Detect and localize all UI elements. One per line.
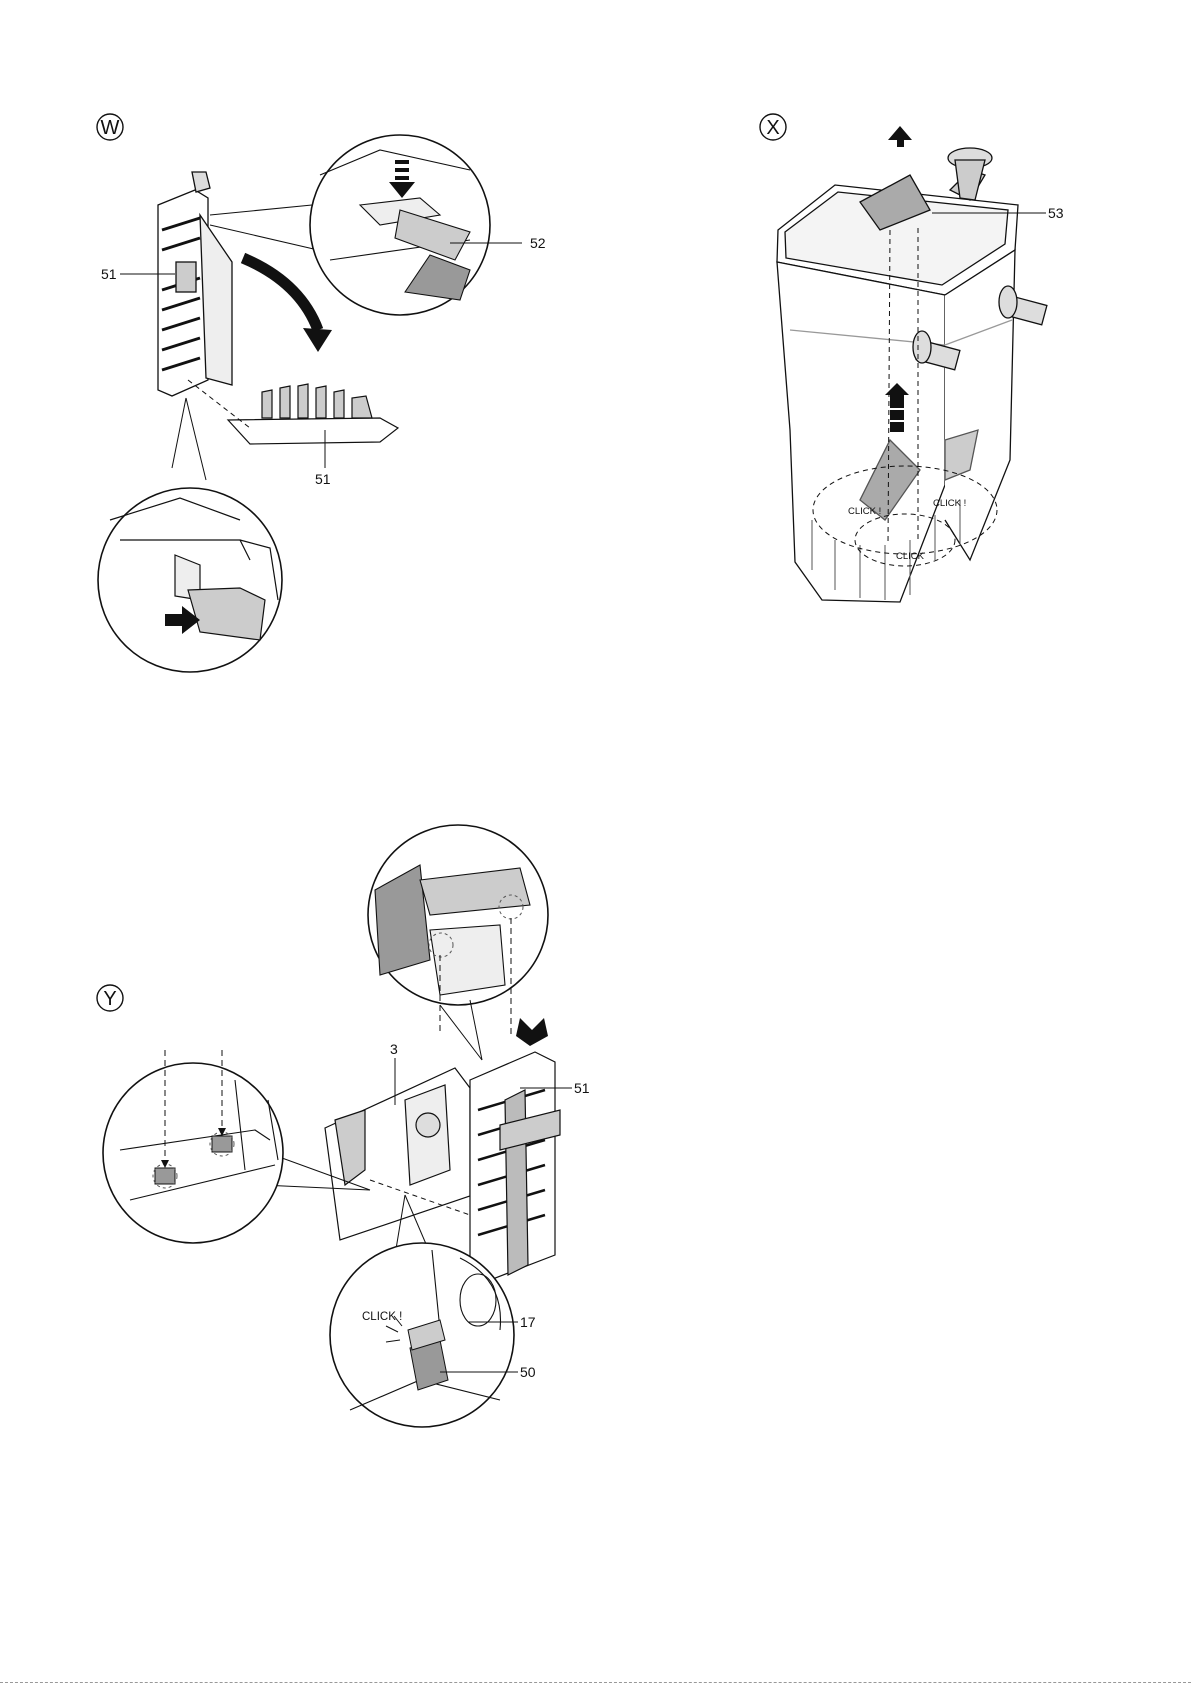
detail-circle-mount xyxy=(368,825,548,1035)
rotate-arrow xyxy=(243,258,332,352)
callout-51-module: 51 xyxy=(574,1080,590,1096)
filter-container-drawing xyxy=(777,148,1047,602)
click-label-right: CLICK ! xyxy=(933,498,966,509)
page-bottom-rule xyxy=(0,1682,1191,1683)
filter-lever-drawing xyxy=(158,172,232,396)
detail-circle-hook xyxy=(98,488,282,672)
tray-alignment-guide xyxy=(188,380,250,428)
callout-3: 3 xyxy=(390,1041,398,1057)
figure-w-badge: W xyxy=(97,114,123,140)
lift-up-arrow xyxy=(888,126,912,147)
click-label-left: CLICK ! xyxy=(848,506,881,517)
press-down-arrow xyxy=(516,1018,548,1046)
figure-y: Y xyxy=(97,825,590,1427)
figure-y-badge: Y xyxy=(97,985,123,1011)
figure-y-letter: Y xyxy=(103,988,116,1010)
figure-w-letter: W xyxy=(101,117,120,139)
detail-circle-latch xyxy=(330,1243,514,1427)
click-label-bottom: CLICK xyxy=(896,551,925,562)
callout-52: 52 xyxy=(530,235,546,251)
callout-17: 17 xyxy=(520,1314,536,1330)
callout-53: 53 xyxy=(1048,205,1064,221)
figure-w: W xyxy=(97,114,546,672)
figure-x-letter: X xyxy=(766,117,779,139)
callout-51-tray: 51 xyxy=(315,471,331,487)
filter-tray-drawing xyxy=(228,384,398,468)
click-label-latch: CLICK ! xyxy=(362,1311,402,1323)
callout-50: 50 xyxy=(520,1364,536,1380)
figure-x-badge: X xyxy=(760,114,786,140)
detail-circle-clip xyxy=(310,135,522,315)
callout-51-lever: 51 xyxy=(101,266,117,282)
detail-circle-pegs xyxy=(103,1050,283,1243)
figure-x: X xyxy=(760,114,1064,602)
